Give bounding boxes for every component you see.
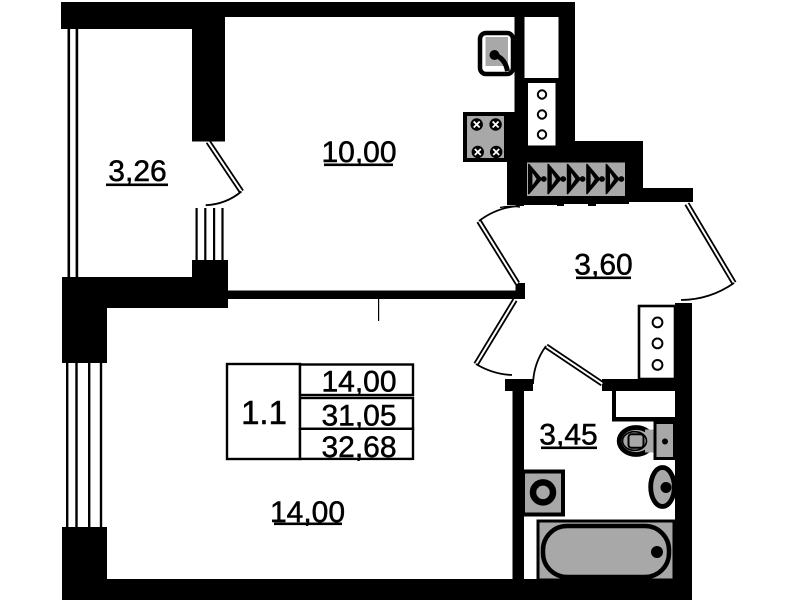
svg-text:31,05: 31,05 xyxy=(321,400,396,433)
svg-text:32,68: 32,68 xyxy=(321,431,396,464)
svg-text:1.1: 1.1 xyxy=(241,394,287,431)
svg-text:3,45: 3,45 xyxy=(539,419,597,452)
svg-text:14,00: 14,00 xyxy=(321,365,396,398)
svg-text:3,26: 3,26 xyxy=(108,155,166,188)
svg-text:3,60: 3,60 xyxy=(574,248,632,281)
